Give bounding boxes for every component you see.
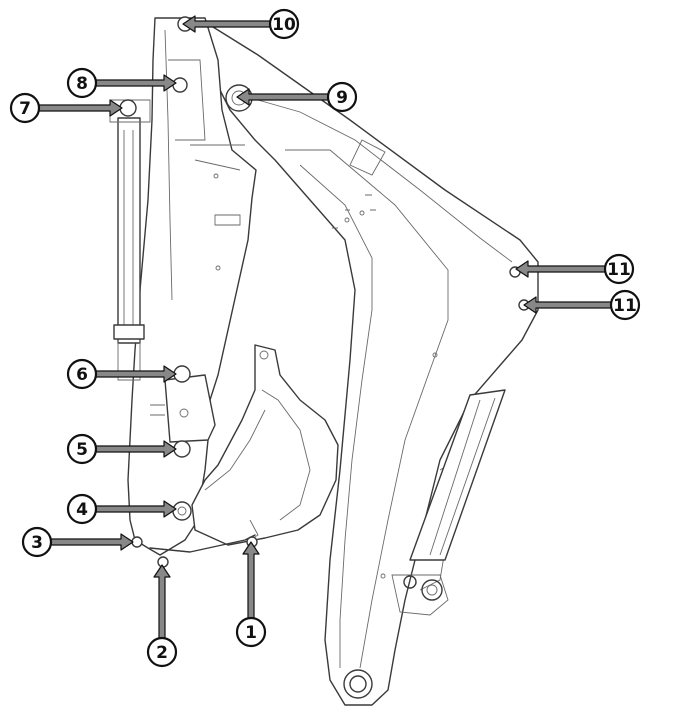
boom-cylinder bbox=[409, 389, 506, 561]
callout-number: 8 bbox=[76, 74, 88, 94]
callout-badge bbox=[603, 253, 635, 285]
callout-badge bbox=[609, 289, 641, 321]
callout-arrow bbox=[50, 533, 134, 551]
callout-badge bbox=[9, 92, 41, 124]
callout-arrow bbox=[515, 260, 606, 278]
hydraulic-cylinder bbox=[109, 99, 151, 381]
callout-5: 5 bbox=[66, 433, 177, 465]
callouts-layer: 1 2 3 4 5 6 7 8 9 10 11 11 bbox=[9, 8, 641, 668]
callout-number: 2 bbox=[156, 643, 168, 663]
callout-badge bbox=[235, 616, 267, 648]
callout-number: 10 bbox=[272, 15, 296, 35]
callout-badge bbox=[21, 526, 53, 558]
callout-number: 9 bbox=[336, 88, 348, 108]
callout-arrow bbox=[182, 15, 271, 33]
callout-badge bbox=[66, 433, 98, 465]
callout-1: 1 bbox=[235, 541, 267, 648]
callout-arrow bbox=[38, 99, 123, 117]
callout-number: 6 bbox=[76, 365, 88, 385]
excavator-line-art bbox=[109, 16, 539, 706]
bucket-outline bbox=[191, 344, 339, 546]
callout-10: 10 bbox=[182, 8, 300, 40]
callout-3: 3 bbox=[21, 526, 134, 558]
callout-arrow bbox=[95, 500, 177, 518]
callout-arrow bbox=[523, 296, 612, 314]
callout-11: 11 bbox=[515, 253, 635, 285]
callout-number: 11 bbox=[607, 260, 631, 280]
callout-number: 1 bbox=[245, 623, 257, 643]
callout-number: 5 bbox=[76, 440, 88, 460]
callout-arrow bbox=[95, 74, 177, 92]
callout-9: 9 bbox=[236, 81, 358, 113]
callout-badge bbox=[66, 67, 98, 99]
callout-badge bbox=[268, 8, 300, 40]
callout-4: 4 bbox=[66, 493, 177, 525]
callout-badge bbox=[146, 636, 178, 668]
callout-6: 6 bbox=[66, 358, 177, 390]
callout-arrow bbox=[236, 88, 329, 106]
callout-11: 11 bbox=[523, 289, 641, 321]
callout-number: 7 bbox=[19, 99, 31, 119]
callout-number: 3 bbox=[31, 533, 43, 553]
callout-arrow bbox=[242, 541, 260, 619]
callout-arrow bbox=[95, 440, 177, 458]
callout-8: 8 bbox=[66, 67, 177, 99]
callout-arrow bbox=[95, 365, 177, 383]
callout-number: 11 bbox=[613, 296, 637, 316]
callout-badge bbox=[66, 493, 98, 525]
callout-badge bbox=[66, 358, 98, 390]
callout-arrow bbox=[153, 564, 171, 639]
callout-2: 2 bbox=[146, 564, 178, 668]
callout-number: 4 bbox=[76, 500, 88, 520]
callout-7: 7 bbox=[9, 92, 123, 124]
boom-outline bbox=[204, 21, 539, 706]
callout-badge bbox=[326, 81, 358, 113]
